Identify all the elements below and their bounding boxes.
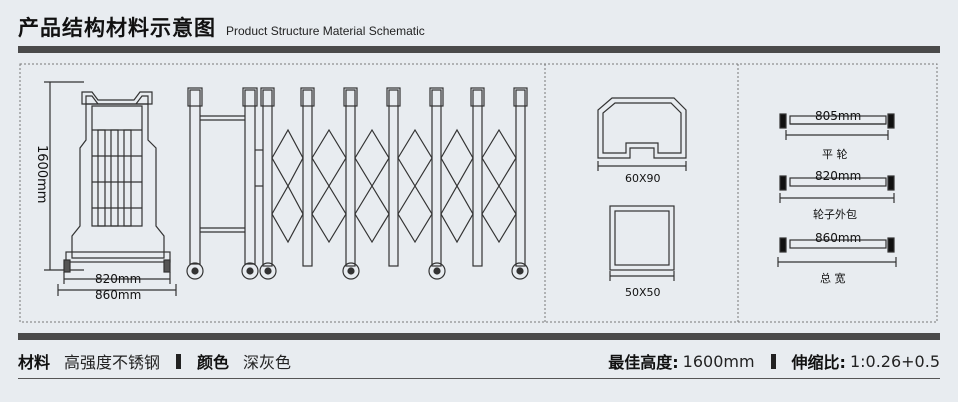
ratio-value: 1:0.26+0.5	[849, 351, 940, 371]
bottom-divider	[18, 333, 940, 340]
ratio-label: 伸缩比:	[791, 353, 846, 372]
separator-bar	[176, 353, 182, 369]
wheel-3-name: 总 宽	[820, 271, 846, 285]
wheel-dim-2	[779, 175, 895, 203]
top-divider	[18, 46, 940, 53]
profile-60x90-label: 60X90	[625, 172, 661, 185]
best-height-label: 最佳高度:	[608, 353, 679, 372]
separator-bar	[770, 353, 776, 369]
wheel-dim-3	[777, 237, 897, 267]
profile-50x50-label: 50X50	[625, 286, 661, 299]
color-label: 颜色	[197, 353, 230, 372]
wheel-2-dimension: 820mm	[815, 169, 861, 183]
gate-front-view	[44, 81, 177, 296]
color-value: 深灰色	[243, 353, 292, 372]
width-label-860: 860mm	[95, 288, 141, 302]
schematic-diagram: 1600mm 820mm 860mm	[19, 63, 938, 323]
wheel-1-dimension: 805mm	[815, 109, 861, 123]
diagram-frame	[19, 63, 938, 323]
footer-right: 最佳高度: 1600mm 伸缩比: 1:0.26+0.5	[608, 349, 940, 373]
spec-footer: 材料 高强度不锈钢 颜色 深灰色 最佳高度: 1600mm 伸缩比: 1:0.2…	[18, 346, 940, 374]
wheel-1-name: 平 轮	[822, 147, 848, 161]
header: 产品结构材料示意图 Product Structure Material Sch…	[18, 12, 425, 42]
gate-side-view	[186, 87, 529, 280]
height-dimension-label: 1600mm	[34, 145, 49, 203]
profile-50x50	[609, 205, 675, 281]
wheel-3-dimension: 860mm	[815, 231, 861, 245]
wheel-dim-1	[779, 113, 895, 140]
wheel-2-name: 轮子外包	[813, 207, 857, 221]
width-label-820: 820mm	[95, 272, 141, 286]
footer-left: 材料 高强度不锈钢 颜色 深灰色	[18, 349, 291, 373]
page-title: 产品结构材料示意图	[18, 16, 216, 40]
material-label: 材料	[18, 353, 51, 372]
best-height-value: 1600mm	[682, 351, 755, 371]
footer-underline	[18, 378, 940, 379]
page-subtitle: Product Structure Material Schematic	[226, 24, 425, 38]
profile-60x90	[597, 97, 687, 171]
material-value: 高强度不锈钢	[64, 353, 161, 372]
